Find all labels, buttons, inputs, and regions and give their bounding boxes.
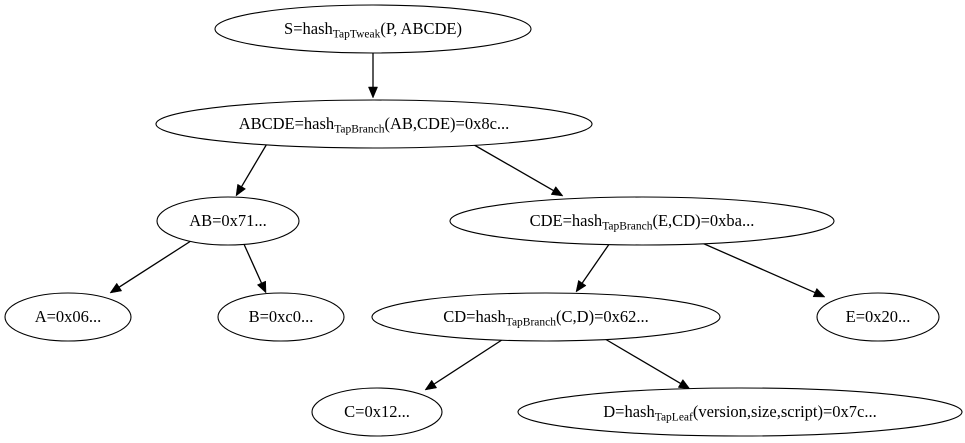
node-label-segment: CD=hash bbox=[443, 307, 506, 326]
node-label: B=0xc0... bbox=[249, 307, 314, 326]
node-label-segment: B=0xc0... bbox=[249, 307, 314, 326]
node-label: CDE=hashTapBranch(E,CD)=0xba... bbox=[530, 211, 755, 232]
edge-ab-to-b bbox=[242, 241, 267, 294]
node-label-segment: A=0x06... bbox=[35, 307, 102, 326]
tree-node-cd[interactable]: CD=hashTapBranch(C,D)=0x62... bbox=[371, 292, 721, 342]
tree-node-abcde[interactable]: ABCDE=hashTapBranch(AB,CDE)=0x8c... bbox=[155, 99, 593, 149]
arrowhead-icon bbox=[550, 186, 564, 197]
node-label: E=0x20... bbox=[846, 307, 911, 326]
arrowhead-icon bbox=[575, 279, 587, 293]
node-label: AB=0x71... bbox=[189, 211, 267, 230]
tree-node-e[interactable]: E=0x20... bbox=[816, 292, 940, 342]
edge-cde-to-cd bbox=[575, 239, 613, 293]
edge-line bbox=[433, 335, 509, 385]
arrowhead-icon bbox=[812, 287, 826, 298]
node-label: A=0x06... bbox=[35, 307, 102, 326]
node-ellipse bbox=[156, 196, 300, 246]
node-ellipse bbox=[371, 292, 721, 342]
edge-cd-to-d bbox=[599, 335, 691, 390]
node-label-segment: S=hash bbox=[284, 19, 333, 38]
node-label-segment: (P, ABCDE) bbox=[380, 19, 462, 38]
node-label-segment: CDE=hash bbox=[530, 211, 603, 230]
edge-abcde-to-ab bbox=[235, 141, 269, 197]
node-label: CD=hashTapBranch(C,D)=0x62... bbox=[443, 307, 649, 328]
node-label-subscript: TapBranch bbox=[506, 316, 557, 328]
node-label-segment: D=hash bbox=[603, 402, 655, 421]
node-label-segment: (version,size,script)=0x7c... bbox=[693, 402, 877, 421]
node-label-segment: (AB,CDE)=0x8c... bbox=[384, 114, 509, 133]
node-ellipse bbox=[816, 292, 940, 342]
arrowhead-icon bbox=[677, 379, 691, 390]
tree-node-a[interactable]: A=0x06... bbox=[4, 292, 132, 342]
edges-layer bbox=[109, 53, 826, 391]
edge-abcde-to-cde bbox=[468, 141, 564, 197]
node-label-subscript: TapLeaf bbox=[655, 411, 693, 423]
node-label-subscript: TapBranch bbox=[602, 220, 653, 232]
node-label-segment: ABCDE=hash bbox=[239, 114, 335, 133]
edge-cd-to-c bbox=[424, 335, 509, 391]
tree-node-c[interactable]: C=0x12... bbox=[311, 387, 443, 437]
node-ellipse bbox=[214, 4, 532, 54]
arrowhead-icon bbox=[109, 282, 123, 294]
node-label: D=hashTapLeaf(version,size,script)=0x7c.… bbox=[603, 402, 877, 423]
edge-cde-to-e bbox=[692, 238, 826, 298]
node-label-segment: AB=0x71... bbox=[189, 211, 267, 230]
edge-ab-to-a bbox=[109, 238, 195, 294]
arrowhead-icon bbox=[235, 183, 247, 197]
node-ellipse bbox=[217, 292, 345, 342]
edge-s-to-abcde bbox=[368, 53, 378, 99]
nodes-layer: S=hashTapTweak(P, ABCDE)ABCDE=hashTapBra… bbox=[4, 4, 963, 437]
edge-line bbox=[242, 241, 263, 284]
edge-line bbox=[118, 238, 195, 288]
node-label: ABCDE=hashTapBranch(AB,CDE)=0x8c... bbox=[239, 114, 510, 135]
edge-line bbox=[241, 141, 269, 187]
tree-node-s[interactable]: S=hashTapTweak(P, ABCDE) bbox=[214, 4, 532, 54]
arrowhead-icon bbox=[424, 379, 438, 391]
node-ellipse bbox=[155, 99, 593, 149]
tree-node-b[interactable]: B=0xc0... bbox=[217, 292, 345, 342]
node-ellipse bbox=[517, 387, 963, 437]
node-label-segment: E=0x20... bbox=[846, 307, 911, 326]
node-ellipse bbox=[449, 196, 835, 246]
node-label: S=hashTapTweak(P, ABCDE) bbox=[284, 19, 462, 40]
tree-node-ab[interactable]: AB=0x71... bbox=[156, 196, 300, 246]
tree-node-cde[interactable]: CDE=hashTapBranch(E,CD)=0xba... bbox=[449, 196, 835, 246]
edge-line bbox=[468, 141, 554, 192]
edge-line bbox=[692, 238, 816, 294]
node-label-subscript: TapTweak bbox=[333, 28, 381, 40]
node-ellipse bbox=[311, 387, 443, 437]
node-ellipse bbox=[4, 292, 132, 342]
node-label-segment: C=0x12... bbox=[344, 402, 410, 421]
node-label-subscript: TapBranch bbox=[334, 123, 385, 135]
arrowhead-icon bbox=[368, 86, 378, 99]
node-label: C=0x12... bbox=[344, 402, 410, 421]
edge-line bbox=[599, 335, 681, 384]
arrowhead-icon bbox=[256, 280, 267, 294]
node-label-segment: (C,D)=0x62... bbox=[556, 307, 649, 326]
edge-line bbox=[581, 239, 613, 284]
node-label-segment: (E,CD)=0xba... bbox=[652, 211, 754, 230]
tree-node-d[interactable]: D=hashTapLeaf(version,size,script)=0x7c.… bbox=[517, 387, 963, 437]
